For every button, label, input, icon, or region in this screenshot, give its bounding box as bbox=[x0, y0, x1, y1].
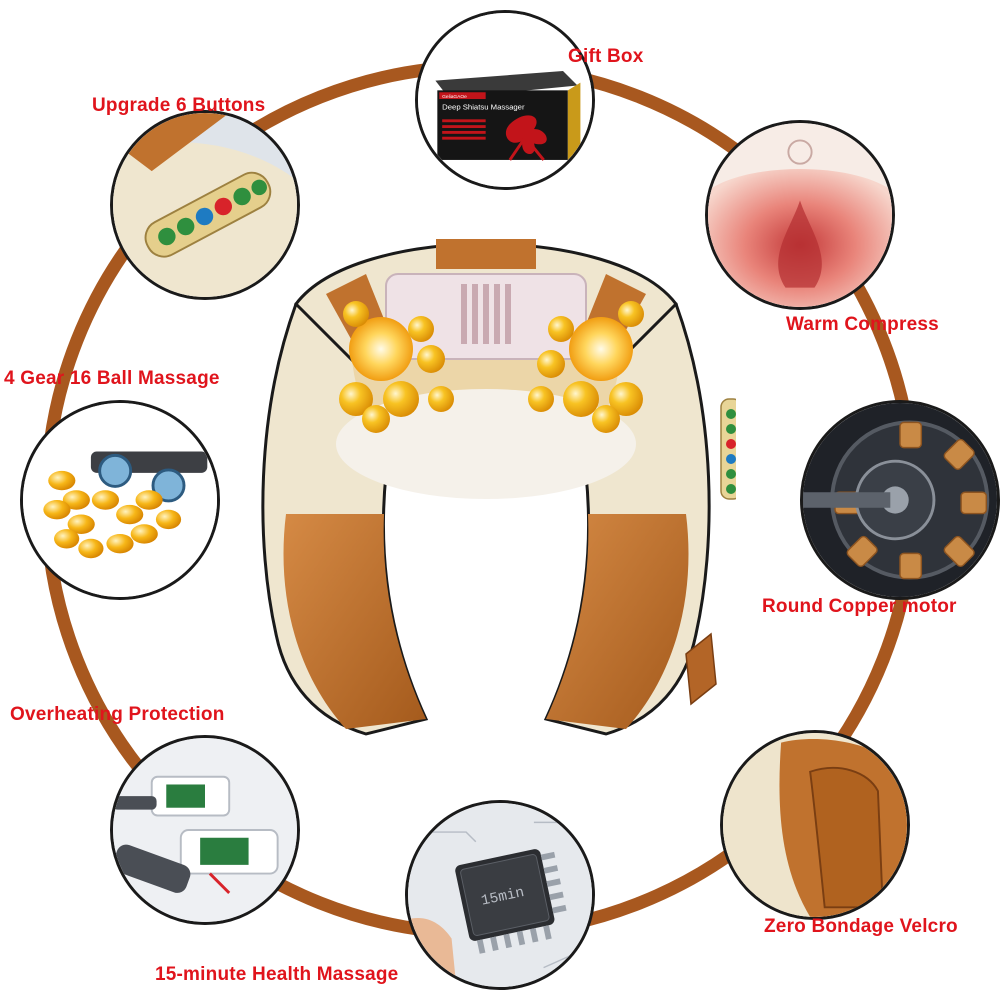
copper-motor-icon bbox=[803, 403, 997, 597]
velcro-icon bbox=[723, 733, 907, 917]
upgrade-buttons-bubble bbox=[110, 110, 300, 300]
heat-icon bbox=[708, 123, 892, 307]
box-brand-text: GeliaGAOe bbox=[442, 94, 467, 100]
control-panel-icon bbox=[113, 113, 297, 297]
right-ball-cluster bbox=[528, 301, 644, 433]
massage-ball-icon bbox=[23, 403, 217, 597]
chip-icon: 15min bbox=[408, 803, 592, 987]
warm-compress-bubble bbox=[705, 120, 895, 310]
velcro-bubble bbox=[720, 730, 910, 920]
label-overheating: Overheating Protection bbox=[10, 704, 225, 725]
ball-massage-bubble bbox=[20, 400, 220, 600]
health-massage-bubble: 15min bbox=[405, 800, 595, 990]
label-ball-massage: 4 Gear 16 Ball Massage bbox=[4, 368, 220, 389]
label-velcro: Zero Bondage Velcro bbox=[764, 916, 958, 937]
gift-box-bubble: GeliaGAOe Deep Shiatsu Massager bbox=[415, 10, 595, 190]
overheating-bubble bbox=[110, 735, 300, 925]
label-copper-motor: Round Copper motor bbox=[762, 596, 957, 617]
label-gift-box: Gift Box bbox=[568, 46, 644, 67]
label-health-massage: 15-minute Health Massage bbox=[155, 964, 399, 985]
gift-box-icon: GeliaGAOe Deep Shiatsu Massager bbox=[418, 13, 592, 187]
circuit-board-icon bbox=[113, 738, 297, 922]
left-ball-cluster bbox=[339, 301, 454, 433]
label-warm-compress: Warm Compress bbox=[786, 314, 939, 335]
neck-massager-icon bbox=[261, 239, 736, 736]
label-upgrade-buttons: Upgrade 6 Buttons bbox=[92, 95, 266, 116]
copper-motor-bubble bbox=[800, 400, 1000, 600]
box-title-text: Deep Shiatsu Massager bbox=[442, 103, 525, 112]
neck-massager-image bbox=[236, 214, 736, 764]
